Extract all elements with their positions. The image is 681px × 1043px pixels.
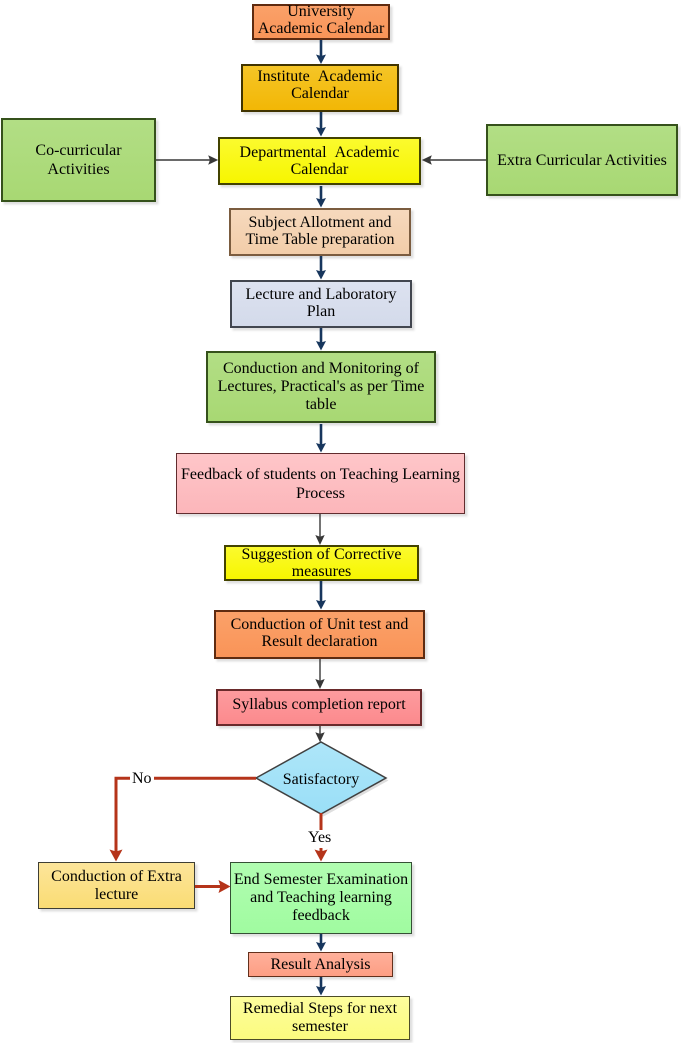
svg-text:Satisfactory: Satisfactory	[283, 771, 359, 788]
